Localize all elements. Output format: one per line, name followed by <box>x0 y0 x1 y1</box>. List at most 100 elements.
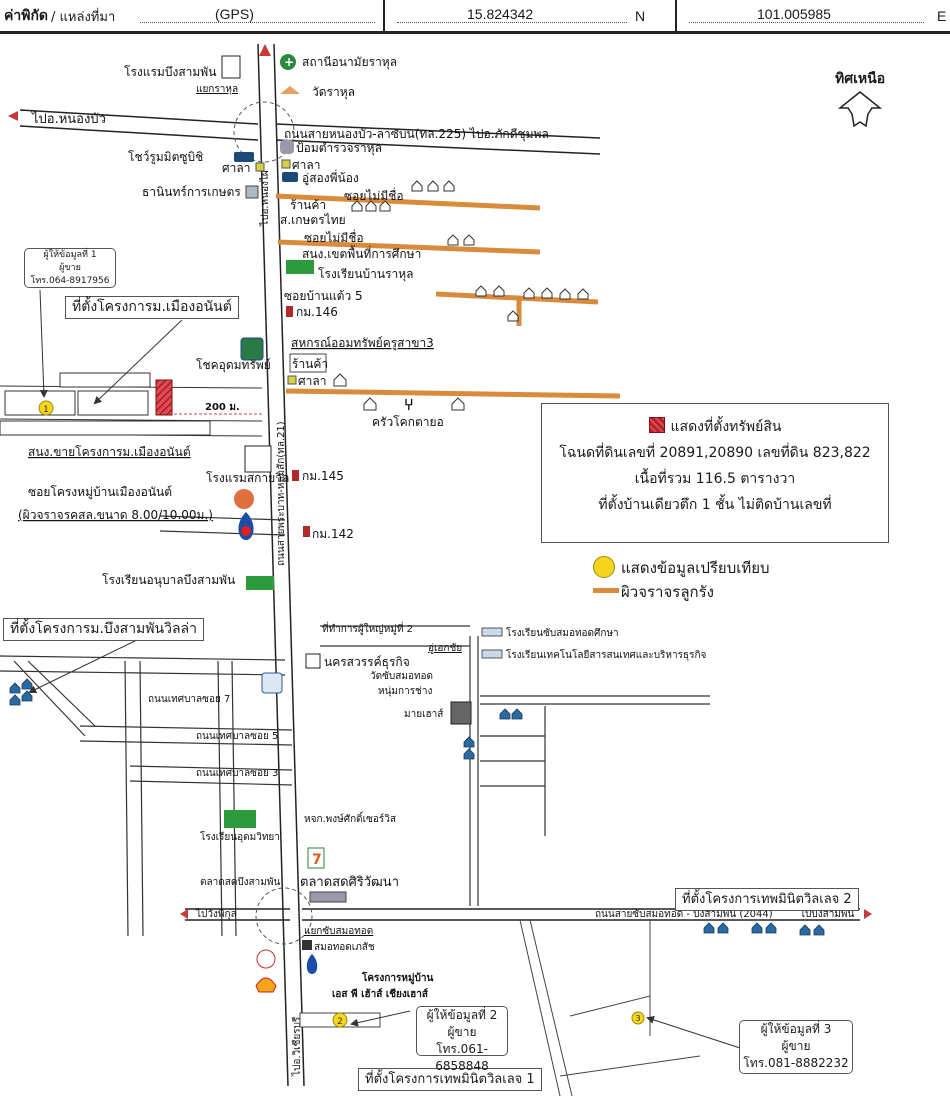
shell-logo-icon <box>255 977 277 993</box>
legend-laterite: ผิวจราจรลูกรัง <box>593 580 770 604</box>
callout-arrow <box>646 1016 741 1049</box>
label-soi-project: ซอยโครงหมู่บ้านเมืองอนันต์ <box>28 485 172 500</box>
label-wat-sub: วัดซับสมอทอด <box>370 671 433 682</box>
comparable-dot-icon <box>593 556 615 578</box>
school-icon <box>286 260 314 274</box>
laterite-line-icon <box>593 588 619 593</box>
km-marker-icon <box>303 526 310 537</box>
road-label-hwy2044: ถนนสายซับสมอทอด - บึงสามพัน (2044) <box>595 908 773 920</box>
label-thanin: ธานินทร์การเกษตร <box>142 185 241 199</box>
latitude-value: 15.824342 <box>467 6 534 22</box>
label-coop: สหกรณ์ออมทรัพย์ครูสาขา3 <box>291 336 434 351</box>
latitude-unit: N <box>635 8 646 24</box>
label-edu-office: สนง.เขตพื้นที่การศึกษา <box>302 245 421 261</box>
project-muang-block <box>0 372 263 437</box>
distance-label: 200 ม. <box>205 402 240 413</box>
school-icon <box>481 627 503 637</box>
source-cell: ค่าพิกัด / แหล่งที่มา (GPS) <box>0 0 385 32</box>
label-shop-1: ร้านค้า <box>290 198 326 212</box>
house-icons <box>333 180 589 411</box>
info1-phone: โทร.064-8917956 <box>30 276 110 286</box>
road-label-tessaban3: ถนนเทศบาลซอย 3 <box>196 768 278 779</box>
car-icon <box>234 152 254 162</box>
label-mitsubishi: โชว์รูมมิตซูบิชิ <box>128 150 203 165</box>
comparable-marker-2[interactable] <box>332 1012 348 1028</box>
legend-laterite-label: ผิวจราจรลูกรัง <box>621 583 714 601</box>
label-num-karnchang: หนุ่มการช่าง <box>378 686 432 697</box>
label-garage: อู่สองพี่น้อง <box>302 169 359 186</box>
ptt-dot <box>241 526 251 536</box>
label-chokudom: โชคอุดมทรัพย์ <box>196 358 271 373</box>
info3-title: ผู้ให้ข้อมูลที่ 3 <box>760 1022 832 1036</box>
project-villa-callout: ที่ตั้งโครงการม.บึงสามพันวิลล่า <box>3 618 204 641</box>
dotted-line <box>397 22 627 23</box>
legend-area: เนื้อที่รวม 116.5 ตารางวา <box>634 471 796 487</box>
property-parcel <box>155 379 173 416</box>
arrow-east-icon <box>864 909 872 919</box>
longitude-unit: E <box>937 8 947 24</box>
label-sala-2: ศาลา <box>222 161 250 175</box>
comparable-marker-1[interactable] <box>38 400 54 416</box>
north-label: ทิศเหนือ <box>835 71 886 87</box>
label-shop-2: ร้านค้า <box>292 357 328 371</box>
label-village-project-2: เอส พี เฮ้าส์ เชียงเฮาส์ <box>332 988 429 1000</box>
store-icon <box>245 185 259 199</box>
road-label-hwy225: ถนนสายหนองบัว-ลาซับน(ทล.225) ไปอ.ภักดีชุ… <box>284 127 549 142</box>
legend-box: แสดงที่ตั้งทรัพย์สิน โฉนดที่ดินเลขที่ 20… <box>541 403 889 543</box>
label-garage-2: อู่เอกชัย <box>428 643 462 654</box>
caltex-logo-icon <box>234 489 254 509</box>
comparable-marker-2-num: 2 <box>337 1017 343 1027</box>
tessaban-roads <box>0 515 293 937</box>
north-indicator: ทิศเหนือ <box>835 68 885 132</box>
label-sales-office: สนง.ขายโครงการม.เมืองอนันต์ <box>28 445 191 459</box>
road-label-wangphikul: ไปวังพิกุล <box>195 908 237 920</box>
temple-icon <box>280 86 300 94</box>
poi-hotel-bueng: โรงแรมบึงสามพัน <box>124 55 241 79</box>
mini-village-roads <box>519 919 701 1096</box>
callout-arrow <box>39 289 48 398</box>
school-icon <box>481 649 503 659</box>
sala-icon <box>281 159 291 169</box>
highway-21 <box>257 43 305 1087</box>
road-label-tessaban5: ถนนเทศบาลซอย 5 <box>196 731 278 742</box>
seven-eleven-glyph: 7 <box>312 852 322 868</box>
ptt-logo-icon <box>306 954 318 974</box>
info1-title: ผู้ให้ข้อมูลที่ 1 <box>43 250 97 260</box>
label-village-head: ที่ทำการผู้ใหญ่หมู่ที่ 2 <box>322 621 413 635</box>
label-pongsak: หจก.พงษ์ศักดิ์เซอร์วิส <box>304 811 396 825</box>
label-restaurant: ครัวโคกตายอ <box>372 415 444 429</box>
info2-role: ผู้ขาย <box>447 1025 477 1039</box>
shop-box <box>289 353 327 373</box>
myhouse-icon <box>450 701 472 725</box>
legend-symbols: แสดงข้อมูลเปรียบเทียบ ผิวจราจรลูกรัง <box>593 556 770 604</box>
junction-circle <box>233 101 295 163</box>
police-icon <box>280 140 294 154</box>
info-provider-2-callout: ผู้ให้ข้อมูลที่ 2 ผู้ขาย โทร.061-6858848 <box>416 1006 508 1073</box>
highway-225 <box>19 109 601 155</box>
label-km146: กม.146 <box>296 305 338 319</box>
dotted-line <box>140 22 375 23</box>
km-marker-icon <box>292 470 299 481</box>
info2-title: ผู้ให้ข้อมูลที่ 2 <box>426 1008 498 1022</box>
info1-role: ผู้ขาย <box>59 263 81 273</box>
label-km142: กม.142 <box>312 527 354 541</box>
coordinate-header: ค่าพิกัด / แหล่งที่มา (GPS) 15.824342 N … <box>0 0 950 34</box>
callout-arrow <box>350 1010 411 1027</box>
sala-icon <box>287 375 297 385</box>
label-sala-1: ศาลา <box>292 158 320 172</box>
property-swatch-icon <box>648 417 665 433</box>
info-provider-3-callout: ผู้ให้ข้อมูลที่ 3 ผู้ขาย โทร.081-8882232 <box>739 1020 853 1074</box>
label-kaset: ส.เกษตรไทย <box>280 213 346 227</box>
longitude-value: 101.005985 <box>757 6 831 22</box>
laterite-roads <box>275 193 621 399</box>
arrow-west-icon <box>180 909 188 919</box>
plus-icon: + <box>284 55 294 69</box>
road-label-to-nongphai: ไปอ.หนองไผ่ <box>259 170 271 227</box>
gov-logo-icon <box>261 672 283 694</box>
comparable-marker-1-num: 1 <box>43 405 49 415</box>
label-police: ป้อมตำรวจราหุล <box>296 141 382 156</box>
market-icon <box>309 891 347 903</box>
comparable-marker-3[interactable] <box>631 1011 645 1025</box>
label-sala-3: ศาลา <box>298 374 326 388</box>
road-label-hwy21: ถนนสายพระบาท-หล่มสัก(ทล.21) <box>276 421 287 566</box>
